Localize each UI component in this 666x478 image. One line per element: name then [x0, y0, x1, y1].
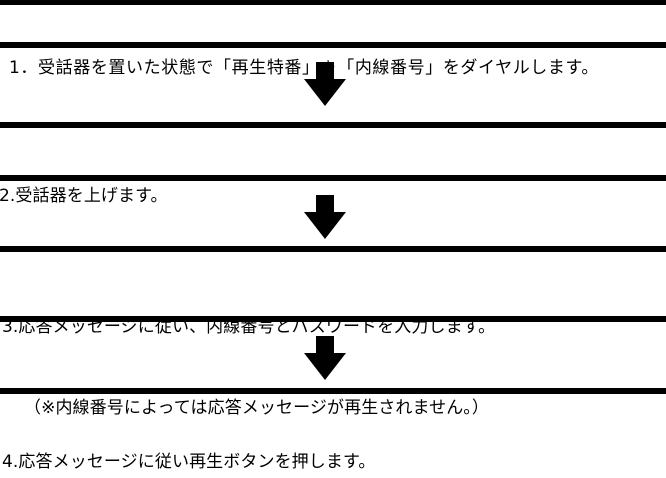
divider-4 — [0, 246, 666, 252]
step-3-line-1: 3.応答メッセージに従い、内線番号とパスワードを入力します。 — [2, 317, 496, 337]
step-4-text: 4.応答メッセージに従い再生ボタンを押します。 留守番電話に吹き込まれたメッセー… — [2, 400, 439, 478]
down-arrow-icon — [304, 195, 346, 239]
down-arrow-icon — [304, 62, 346, 106]
down-arrow-icon — [304, 336, 346, 380]
divider-2 — [0, 122, 666, 128]
divider-5 — [0, 316, 666, 322]
step-4-line-1: 4.応答メッセージに従い再生ボタンを押します。 — [2, 452, 376, 472]
step-1-line-1: 1．受話器を置いた状態で「再生特番」＋「内線番号」をダイヤルします。 — [9, 58, 600, 78]
divider-3 — [0, 175, 666, 181]
step-1-text: 1．受話器を置いた状態で「再生特番」＋「内線番号」をダイヤルします。 — [9, 11, 599, 126]
step-2-text: 2.受話器を上げます。 — [0, 139, 168, 254]
step-3-line-2: （※内線番号によっては応答メッセージが再生されません。） — [24, 398, 489, 418]
divider-top — [0, 0, 666, 5]
step-3-text: 3.応答メッセージに従い、内線番号とパスワードを入力します。 （※内線番号によっ… — [2, 260, 495, 476]
divider-6 — [0, 388, 666, 394]
divider-1 — [0, 42, 666, 48]
step-2-line-1: 2.受話器を上げます。 — [0, 186, 168, 206]
